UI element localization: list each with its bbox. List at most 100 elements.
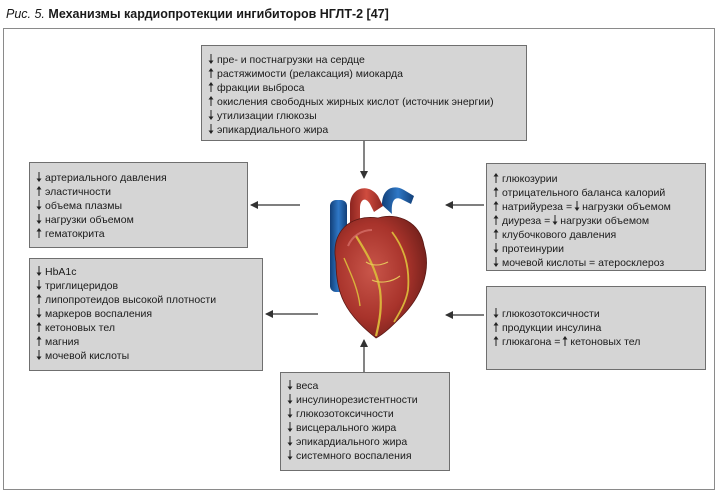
arrow-up-icon (493, 322, 499, 332)
arrow-down-icon (36, 214, 42, 224)
mechanism-item: триглицеридов (36, 279, 256, 293)
mechanism-item: мочевой кислоты (36, 349, 256, 363)
arrow-up-icon (36, 336, 42, 346)
mechanism-item-text: окисления свободных жирных кислот (источ… (217, 96, 494, 108)
mechanism-item-text-secondary: нагрузки объемом (582, 201, 671, 213)
mechanism-item: HbA1c (36, 265, 256, 279)
mechanism-item-text: артериального давления (45, 172, 167, 184)
arrow-down-icon (208, 54, 214, 64)
mechanism-item-text: висцерального жира (296, 422, 397, 434)
mechanism-item: клубочкового давления (493, 228, 699, 242)
mechanism-item-text: нагрузки объемом (45, 214, 134, 226)
arrow-up-icon (493, 229, 499, 239)
arrow-down-icon (552, 215, 558, 225)
mechanisms-box-top: пре- и постнагрузки на сердце растяжимост… (201, 45, 527, 141)
arrow-down-icon (493, 257, 499, 267)
mechanism-item-text: веса (296, 380, 319, 392)
mechanism-item-text: гематокрита (45, 228, 105, 240)
arrow-up-icon (208, 82, 214, 92)
mechanism-item-text: утилизации глюкозы (217, 110, 317, 122)
arrow-down-icon (208, 110, 214, 120)
mechanism-item-text: мочевой кислоты (45, 350, 130, 362)
mechanism-item: артериального давления (36, 171, 241, 185)
arrow-up-icon (36, 294, 42, 304)
mechanism-item: окисления свободных жирных кислот (источ… (208, 95, 520, 109)
mechanism-item: мочевой кислоты = атеросклероз (493, 256, 699, 270)
heart-body-shape (334, 215, 427, 339)
mechanism-item-text: глюкагона = (502, 336, 561, 348)
arrow-down-icon (36, 200, 42, 210)
mechanism-item: липопротеидов высокой плотности (36, 293, 256, 307)
arrow-down-icon (287, 380, 293, 390)
arrow-up-icon (493, 173, 499, 183)
arrow-up-icon (36, 322, 42, 332)
mechanism-item-text: пре- и постнагрузки на сердце (217, 54, 365, 66)
mechanism-item-text: фракции выброса (217, 82, 305, 94)
mechanism-item-text: глюкозотоксичности (502, 308, 600, 320)
mechanism-item: гематокрита (36, 227, 241, 241)
coronary-vessel-shape (343, 257, 361, 307)
coronary-vessel-shape (391, 231, 410, 323)
mechanism-item-text: клубочкового давления (502, 229, 617, 241)
arrow-down-icon (208, 124, 214, 134)
mechanism-item-text: системного воспаления (296, 450, 412, 462)
mechanism-item: эпикардиального жира (208, 123, 520, 137)
arrow-down-icon (287, 394, 293, 404)
mechanism-item: веса (287, 379, 443, 393)
mechanism-item-text: объема плазмы (45, 200, 122, 212)
mechanism-item: эпикардиального жира (287, 435, 443, 449)
mechanism-item: глюкозотоксичности (493, 307, 699, 321)
arrow-down-icon (36, 280, 42, 290)
mechanism-item-text: эпикардиального жира (296, 436, 408, 448)
mechanism-item-text: эпикардиального жира (217, 124, 329, 136)
mechanism-item-text: инсулинорезистентности (296, 394, 418, 406)
arrow-up-icon (562, 336, 568, 346)
mechanism-item-text: глюкозурии (502, 173, 558, 185)
arrow-down-icon (287, 408, 293, 418)
mechanism-item-text: магния (45, 336, 80, 348)
arrow-down-icon (493, 243, 499, 253)
mechanism-item-text-secondary: нагрузки объемом (560, 215, 650, 227)
mechanism-item: нагрузки объемом (36, 213, 241, 227)
mechanism-item-text: мочевой кислоты = атеросклероз (502, 257, 665, 269)
mechanism-item-text: продукции инсулина (502, 322, 602, 334)
arrow-down-icon (287, 422, 293, 432)
mechanism-item-text: кетоновых тел (45, 322, 115, 334)
mechanism-item: маркеров воспаления (36, 307, 256, 321)
figure-title: Механизмы кардиопротекции ингибиторов НГ… (48, 7, 389, 21)
mechanisms-box-bottom: веса инсулинорезистентности глюкозотоксичн… (280, 372, 450, 471)
mechanisms-box-left-upper: артериального давления эластичности объема… (29, 162, 248, 248)
coronary-vessel-shape (365, 261, 401, 283)
arrow-down-icon (287, 436, 293, 446)
mechanism-item: кетоновых тел (36, 321, 256, 335)
mechanism-item: отрицательного баланса калорий (493, 186, 699, 200)
arrow-down-icon (493, 308, 499, 318)
mechanism-item-text: липопротеидов высокой плотности (45, 294, 217, 306)
mechanism-item-text: диуреза = (502, 215, 551, 227)
mechanism-item: инсулинорезистентности (287, 393, 443, 407)
arrow-up-icon (208, 96, 214, 106)
mechanism-item: пре- и постнагрузки на сердце (208, 53, 520, 67)
arrow-down-icon (36, 172, 42, 182)
mechanism-item-text: эластичности (45, 186, 112, 198)
arrow-up-icon (493, 201, 499, 211)
mechanism-item-text: глюкозотоксичности (296, 408, 394, 420)
mechanism-item: диуреза = нагрузки объемом (493, 214, 699, 228)
mechanism-item-text: натрийуреза = (502, 201, 573, 213)
mechanism-item: натрийуреза = нагрузки объемом (493, 200, 699, 214)
mechanism-item: магния (36, 335, 256, 349)
mechanism-item: глюкагона =кетоновых тел (493, 335, 699, 349)
mechanism-item-text: растяжимости (релаксация) миокарда (217, 68, 403, 80)
figure-caption: Рис. 5. Механизмы кардиопротекции ингиби… (6, 7, 389, 21)
arrow-down-icon (574, 201, 580, 211)
mechanism-item: глюкозотоксичности (287, 407, 443, 421)
mechanism-item-text: маркеров воспаления (45, 308, 153, 320)
arrow-down-icon (36, 350, 42, 360)
arrow-down-icon (36, 266, 42, 276)
arrow-up-icon (208, 68, 214, 78)
mechanism-item: системного воспаления (287, 449, 443, 463)
mechanism-item: продукции инсулина (493, 321, 699, 335)
arrow-up-icon (493, 336, 499, 346)
